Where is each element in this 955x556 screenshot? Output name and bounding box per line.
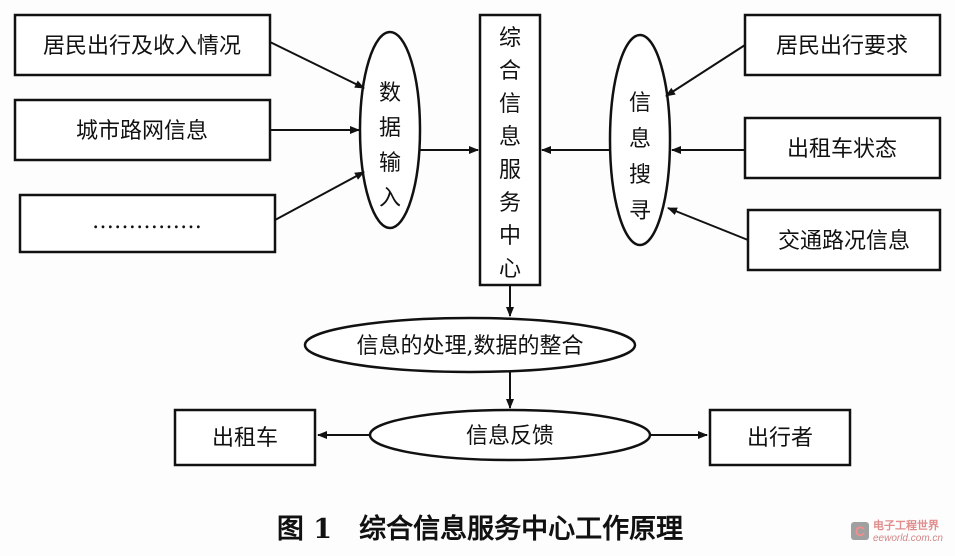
label-feedback: 信息反馈	[466, 424, 554, 449]
label-road-network: 城市路网信息	[76, 119, 208, 144]
box-traffic	[746, 208, 942, 272]
vertical-char: 息	[629, 127, 651, 152]
arrow	[667, 207, 749, 241]
vertical-char: 入	[379, 186, 401, 211]
vertical-char: 数	[379, 81, 401, 106]
arrow	[274, 171, 365, 221]
ellipse-info-search	[608, 33, 672, 247]
vertical-char: 综	[499, 26, 521, 51]
arrow	[665, 44, 746, 97]
arrows	[269, 41, 749, 439]
label-processing: 信息的处理,数据的整合	[357, 334, 584, 359]
label-center: 综合信息服务中心	[499, 26, 521, 282]
box-traveler-output	[708, 408, 852, 467]
box-more	[18, 193, 277, 254]
ellipse-data-input	[358, 30, 422, 230]
vertical-char: 搜	[629, 163, 651, 188]
box-resident-request	[743, 13, 942, 77]
label-resident-request: 居民出行要求	[776, 34, 908, 59]
box-taxi-status	[743, 116, 942, 180]
box-info-service-center	[478, 13, 542, 287]
box-resident-income	[13, 13, 272, 77]
label-traffic: 交通路况信息	[778, 229, 910, 254]
vertical-char: 中	[499, 224, 521, 249]
vertical-char: 据	[379, 116, 401, 141]
figure-caption: 图 1 综合信息服务中心工作原理	[277, 513, 683, 545]
ellipse-processing	[303, 316, 637, 374]
box-road-network	[13, 98, 272, 162]
vertical-char: 服	[499, 158, 521, 183]
box-taxi-output	[173, 408, 317, 467]
vertical-char: 合	[499, 59, 521, 84]
label-taxi-output: 出租车	[212, 426, 278, 451]
vertical-char: 输	[379, 151, 401, 176]
vertical-char: 息	[499, 125, 521, 150]
label-taxi-status: 出租车状态	[787, 137, 897, 162]
label-traveler-output: 出行者	[747, 426, 813, 451]
vertical-char: 寻	[629, 199, 651, 224]
vertical-char: 信	[499, 92, 521, 117]
vertical-char: 务	[499, 191, 521, 216]
label-resident-income: 居民出行及收入情况	[43, 34, 241, 59]
arrow	[269, 41, 365, 89]
vertical-char: 信	[629, 91, 651, 116]
label-more: ……………	[92, 209, 202, 234]
vertical-char: 心	[499, 257, 521, 282]
